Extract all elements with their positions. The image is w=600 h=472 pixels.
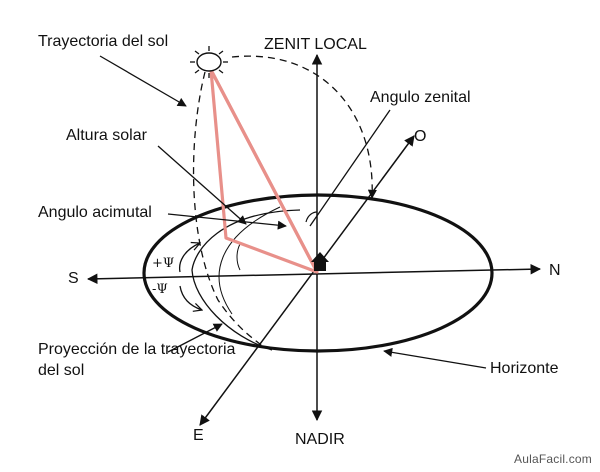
leader-projection	[167, 323, 223, 353]
negative-azimuth-sign: -Ψ	[152, 282, 168, 297]
leader-horizon	[383, 347, 487, 369]
sun-trajectory-dashed-descent	[192, 71, 263, 347]
sun-icon	[190, 46, 228, 78]
east-west-axis	[199, 135, 415, 426]
zenith-angle-label: Angulo zenital	[370, 89, 471, 106]
sun-ray-line	[209, 69, 319, 273]
positive-azimuth-sign: +Ψ	[152, 256, 175, 271]
sun-path-projection-arc	[191, 209, 301, 351]
horizon-label: Horizonte	[490, 360, 559, 377]
zenith-label: ZENIT LOCAL	[264, 36, 367, 53]
leader-solar-altitude	[157, 145, 247, 225]
altitude-arc	[236, 243, 241, 271]
sun-trajectory-dashed	[231, 55, 377, 199]
west-label: O	[414, 128, 427, 145]
leader-sun-path	[99, 55, 187, 107]
east-label: E	[193, 427, 204, 444]
leader-azimuth	[167, 213, 287, 230]
north-label: N	[549, 262, 561, 279]
azimuth-angle-label: Angulo acimutal	[38, 204, 152, 221]
nadir-label: NADIR	[295, 431, 345, 448]
south-label: S	[68, 270, 79, 287]
azimuth-arrow-positive	[178, 243, 200, 273]
solar-altitude-label: Altura solar	[66, 127, 147, 144]
azimuth-arrow-negative	[179, 285, 202, 310]
zenith-angle-pointer	[309, 109, 391, 227]
watermark: AulaFacil.com	[514, 452, 592, 466]
sun-path-projection-label: Proyección de la trayectoria del sol	[38, 341, 236, 379]
zenith-angle-arc	[305, 211, 318, 223]
house-icon	[311, 252, 329, 271]
sun-path-label: Trayectoria del sol	[38, 33, 169, 50]
meridian-arc	[218, 206, 281, 315]
